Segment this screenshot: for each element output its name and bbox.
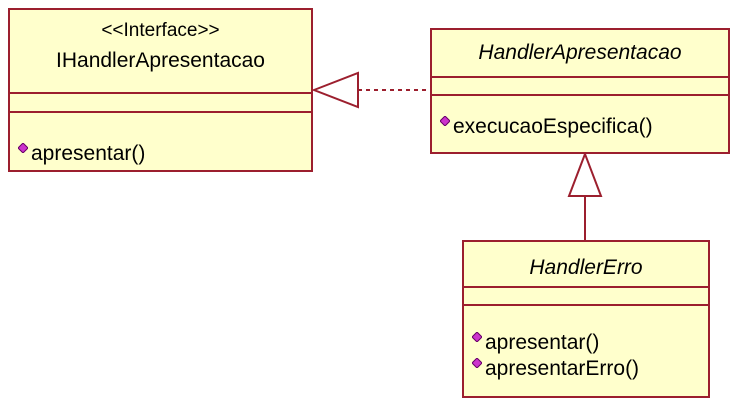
class-handlerapresentacao[interactable]: HandlerApresentacao execucaoEspecifica()	[430, 28, 730, 154]
class-ihandlerapresentacao[interactable]: <<Interface>> IHandlerApresentacao apres…	[8, 8, 313, 172]
class-handlererro[interactable]: HandlerErro apresentar() apresentarErro(…	[462, 240, 710, 398]
attributes-compartment	[10, 94, 311, 113]
class-name: IHandlerApresentacao	[56, 49, 265, 72]
class-name: HandlerErro	[529, 256, 643, 279]
operation-item[interactable]: apresentar()	[18, 141, 311, 167]
operations-compartment: apresentar() apresentarErro()	[464, 306, 708, 382]
operations-compartment: apresentar()	[10, 113, 311, 167]
class-header: <<Interface>> IHandlerApresentacao	[10, 10, 311, 94]
operation-label: execucaoEspecifica()	[453, 115, 653, 138]
public-operation-diamond-icon	[472, 358, 482, 368]
operation-label: apresentar()	[31, 142, 146, 165]
operation-label: apresentarErro()	[485, 357, 640, 380]
operation-label: apresentar()	[485, 331, 600, 354]
attributes-compartment	[432, 78, 728, 96]
public-operation-diamond-icon	[440, 116, 450, 126]
attributes-compartment	[464, 288, 708, 306]
operation-item[interactable]: apresentarErro()	[472, 356, 708, 382]
operations-compartment: execucaoEspecifica()	[432, 96, 728, 140]
stereotype-label: <<Interface>>	[101, 20, 220, 41]
class-header: HandlerErro	[464, 242, 708, 288]
operation-item[interactable]: execucaoEspecifica()	[440, 114, 728, 140]
generalization-arrowhead	[567, 151, 603, 197]
realization-arrowhead	[311, 71, 359, 109]
public-operation-diamond-icon	[472, 332, 482, 342]
operation-item[interactable]: apresentar()	[472, 330, 708, 356]
class-name: HandlerApresentacao	[478, 41, 682, 64]
public-operation-diamond-icon	[18, 143, 28, 153]
class-header: HandlerApresentacao	[432, 30, 728, 78]
